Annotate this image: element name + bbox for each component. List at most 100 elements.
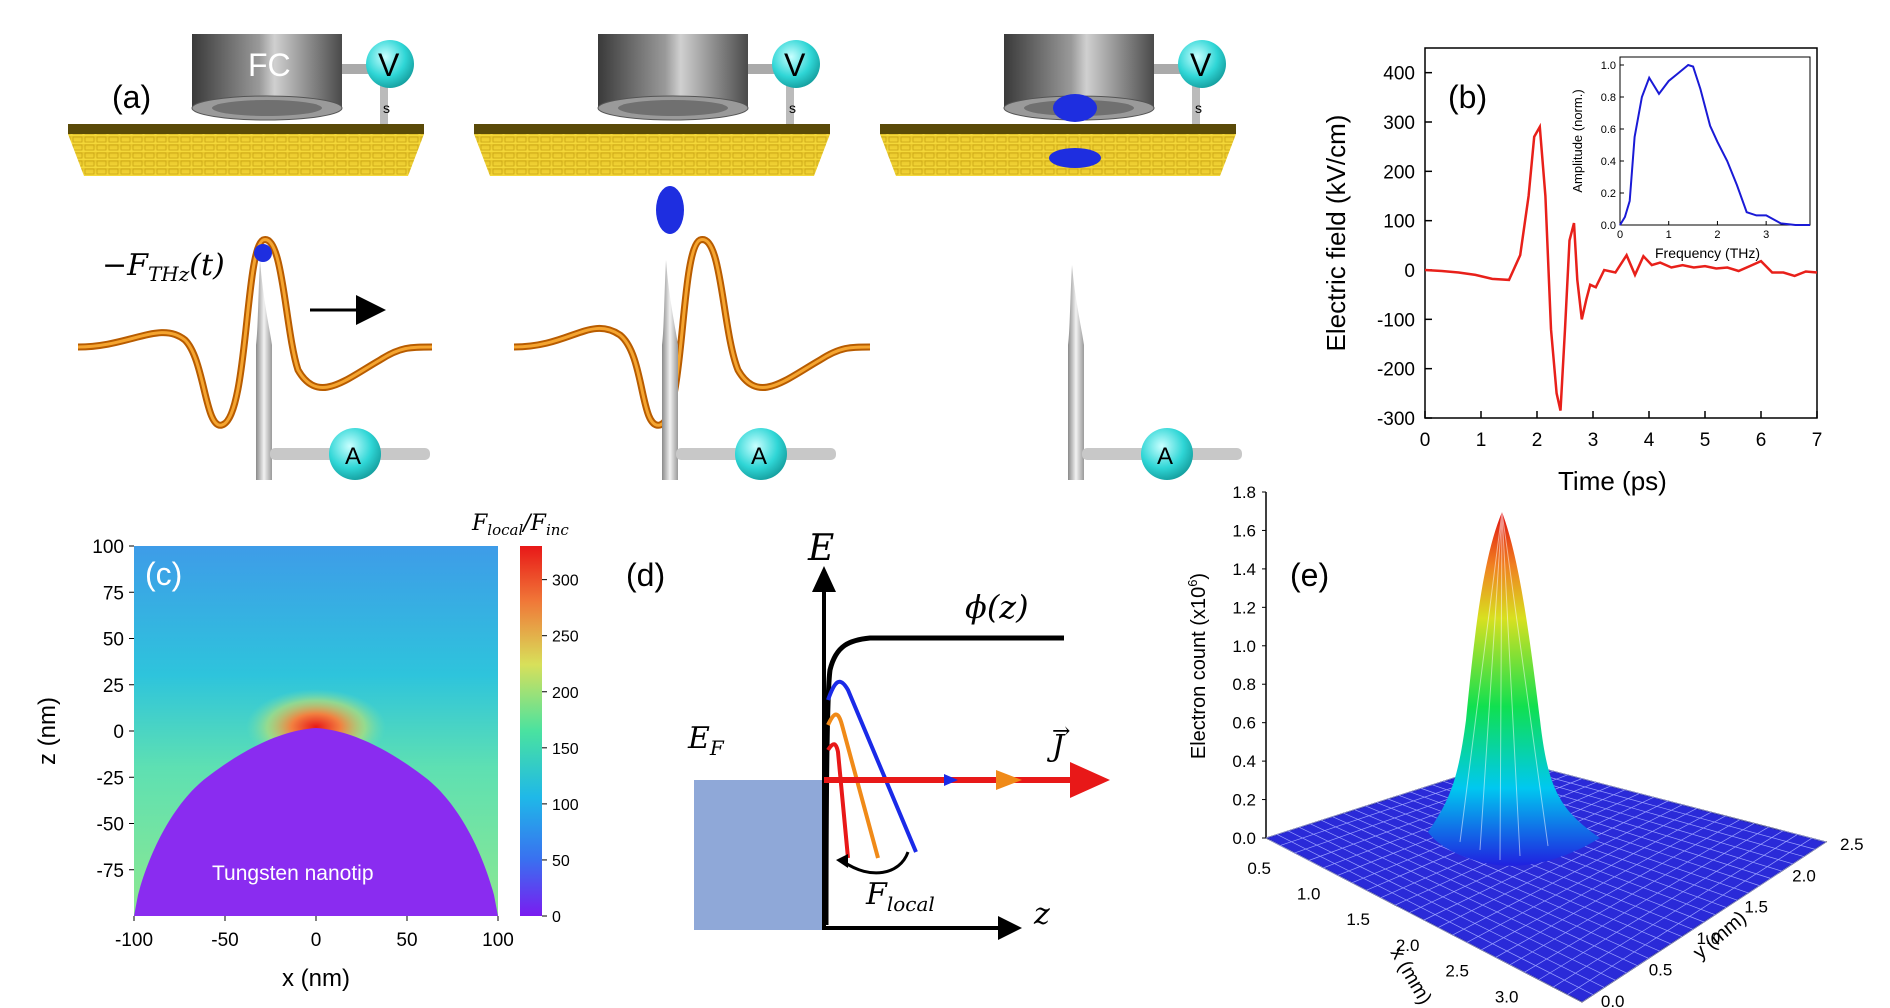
z-axis-ticks: 1.81.61.41.21.00.80.60.40.20.0 [1232, 483, 1266, 848]
x-tick-label: 2.0 [1396, 936, 1420, 955]
grid-line [1510, 823, 1755, 966]
grid-line [1498, 763, 1816, 850]
x-tick-label: -100 [115, 930, 153, 951]
panel-c: Tungsten nanotip (c) -100 -50 0 50 100 100 75 5… [34, 511, 579, 992]
x-tick-label: 3 [1588, 430, 1599, 451]
z-tick-label: 1.4 [1232, 560, 1256, 579]
setup-3: V s A [880, 34, 1242, 480]
barrier-medium-field [826, 712, 880, 859]
x-tick-label: 0.5 [1247, 859, 1271, 878]
nanotip-label: Tungsten nanotip [212, 862, 374, 885]
x-tick-label: 5 [1700, 430, 1711, 451]
y-tick-label: 2.5 [1840, 835, 1864, 854]
x-tick-label: 2 [1532, 430, 1543, 451]
z-tick-label: 0.4 [1232, 752, 1256, 771]
x-tick-label: -50 [211, 930, 238, 951]
svg-text:→: → [1052, 719, 1070, 744]
electron-peak [1428, 512, 1600, 866]
x-tick-label: 50 [396, 930, 417, 951]
voltmeter-icon [1178, 40, 1226, 88]
grid-line [1524, 826, 1769, 973]
z-tick-label: 1.8 [1232, 483, 1256, 502]
potential-label: ϕ(z) [965, 588, 1029, 626]
z-tick-label: 1.2 [1232, 598, 1256, 617]
inset-y-tick-label: 0.6 [1601, 124, 1616, 136]
x-tick-label: 7 [1812, 430, 1823, 451]
setup-2: V s A [474, 34, 871, 480]
x-tick-label: 100 [482, 930, 514, 951]
grid-line [1553, 834, 1798, 988]
barrier-weak-field [826, 679, 918, 853]
x-tick-label: 1.0 [1297, 885, 1321, 904]
x-tick-label: 2.5 [1445, 962, 1469, 981]
y-tick-label: -300 [1377, 409, 1415, 430]
y-tick-label: 0.5 [1649, 960, 1673, 979]
colorbar-tick-label: 300 [552, 573, 579, 590]
panel-c-label: (c) [145, 556, 182, 592]
x-axis-label: Time (ps) [1558, 466, 1667, 496]
colorbar-tick-label: 50 [552, 853, 570, 870]
grid-line [1538, 830, 1784, 980]
colorbar-tick-label: 100 [552, 797, 579, 814]
inset-x-tick-label: 0 [1617, 229, 1623, 241]
y-tick-label: 75 [103, 583, 124, 604]
grid-line [1466, 811, 1712, 943]
y-tick-label: 0 [113, 722, 124, 743]
voltmeter-icon [366, 40, 414, 88]
panel-e-label: (e) [1290, 557, 1329, 593]
panel-b-label: (b) [1448, 79, 1487, 115]
metal-region [694, 780, 822, 930]
y-tick-label: 1.0 [1697, 929, 1721, 948]
z-tick-label: 0.0 [1232, 829, 1256, 848]
x-tick-label: 3.0 [1495, 987, 1519, 1006]
y-tick-label: 50 [103, 630, 124, 651]
electrode-edge [68, 124, 424, 134]
x-axis-ticks: 0.51.01.52.02.53.03.5 [1247, 859, 1519, 1006]
z-axis-label: z [1033, 897, 1050, 932]
voltmeter-icon [772, 40, 820, 88]
inset-x-tick-label: 2 [1714, 229, 1720, 241]
y-tick-label: 200 [1383, 162, 1415, 183]
inset-x-axis-label: Frequency (THz) [1655, 245, 1760, 261]
y-tick-label: 300 [1383, 113, 1415, 134]
y-tick-label: -50 [97, 815, 124, 836]
potential-curve [823, 635, 1064, 926]
y-tick-label: -200 [1377, 360, 1415, 381]
y-tick-label: 2.0 [1792, 866, 1816, 885]
y-tick-label: -100 [1377, 310, 1415, 331]
panel-d: (d) E z ϕ(z) EF J → Flocal [626, 528, 1110, 940]
ammeter-icon [735, 428, 787, 480]
svg-text:s: s [1195, 100, 1202, 116]
x-tick-label: 1.5 [1346, 910, 1370, 929]
ammeter-label: A [345, 443, 361, 470]
y-tick-label: -75 [97, 861, 124, 882]
grid-line [1581, 841, 1827, 1003]
efield-series-line [1424, 122, 1818, 411]
electron-bunch [254, 244, 272, 262]
field-arrow [843, 851, 910, 875]
grid-line [1567, 837, 1812, 995]
field-label: Flocal [865, 877, 935, 916]
y-axis-label: Electric field (kV/cm) [1321, 115, 1351, 352]
grid-line [1481, 815, 1726, 951]
colorbar [520, 546, 542, 916]
y-axis-ticks: 0.00.51.01.52.02.5 [1601, 835, 1864, 1008]
force-label: −FTHz(t) [102, 248, 225, 286]
y-tick-label: 100 [92, 537, 124, 558]
y-tick-label: 0.0 [1601, 992, 1625, 1008]
setup-1: FC V s A −FTHz(t) [68, 34, 433, 480]
colorbar-tick-label: 0 [552, 909, 561, 926]
inset-y-tick-label: 0.2 [1601, 188, 1616, 200]
inset-x-tick-label: 1 [1666, 229, 1672, 241]
panel-d-label: (d) [626, 557, 665, 593]
z-tick-label: 1.6 [1232, 521, 1256, 540]
svg-text:s: s [789, 100, 796, 116]
colorbar-title: Flocal/Finc [471, 511, 569, 539]
z-axis-label: Electron count (x106) [1185, 573, 1210, 759]
